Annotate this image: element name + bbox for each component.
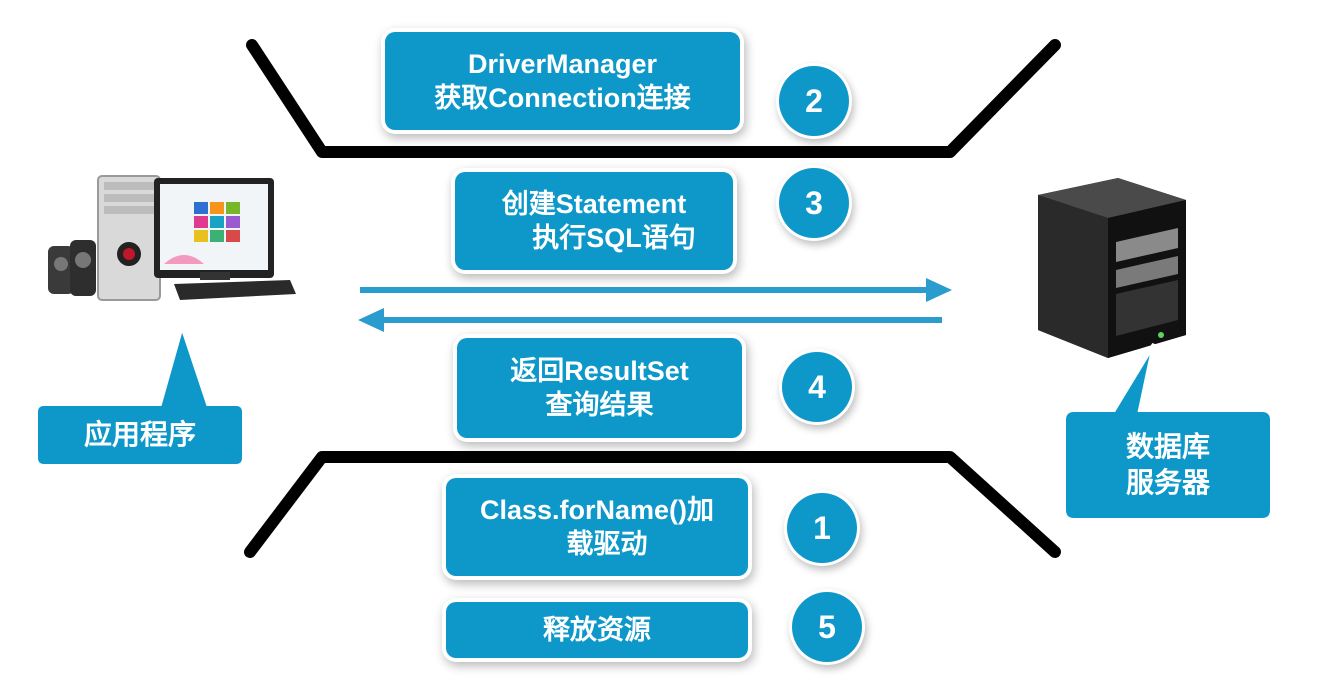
step-1-line-1: Class.forName()加 xyxy=(479,495,715,525)
step-3-line-1: 创建Statement xyxy=(501,189,687,219)
step-2-line-1: DriverManager xyxy=(467,49,658,79)
app-callout-shape xyxy=(34,322,246,468)
step-2-number: 2 xyxy=(779,66,849,136)
step-1-number: 1 xyxy=(787,493,857,563)
database-server-icon xyxy=(1038,178,1186,358)
request-arrow-head xyxy=(926,278,952,302)
app-label: 应用程序 xyxy=(36,404,244,466)
step-3-box: 创建Statement 执行SQL语句 xyxy=(455,172,733,270)
db-label: 数据库 服务器 xyxy=(1064,412,1272,518)
db-callout-shape xyxy=(1062,342,1274,522)
step-2-line-2: 获取Connection连接 xyxy=(434,83,691,113)
step-5-line-1: 释放资源 xyxy=(543,615,651,645)
step-4-box: 返回ResultSet 查询结果 xyxy=(457,338,742,438)
step-2-box: DriverManager 获取Connection连接 xyxy=(385,32,740,130)
step-1-box: Class.forName()加 载驱动 xyxy=(446,478,748,576)
step-4-line-1: 返回ResultSet xyxy=(510,356,689,386)
db-label-line-2: 服务器 xyxy=(1125,467,1210,498)
step-1-line-2: 载驱动 xyxy=(566,529,648,559)
db-label-line-1: 数据库 xyxy=(1125,431,1210,462)
step-5-number: 5 xyxy=(792,592,862,662)
bottom-funnel-line xyxy=(244,451,1061,558)
step-4-number: 4 xyxy=(782,352,852,422)
step-5-box: 释放资源 xyxy=(446,602,748,658)
desktop-computer-icon xyxy=(48,175,296,301)
step-3-number: 3 xyxy=(779,168,849,238)
step-3-line-2: 执行SQL语句 xyxy=(532,223,696,253)
response-arrow-head xyxy=(358,308,384,332)
top-funnel-line xyxy=(246,39,1061,158)
app-label-text: 应用程序 xyxy=(83,419,196,450)
step-4-line-2: 查询结果 xyxy=(545,390,654,420)
